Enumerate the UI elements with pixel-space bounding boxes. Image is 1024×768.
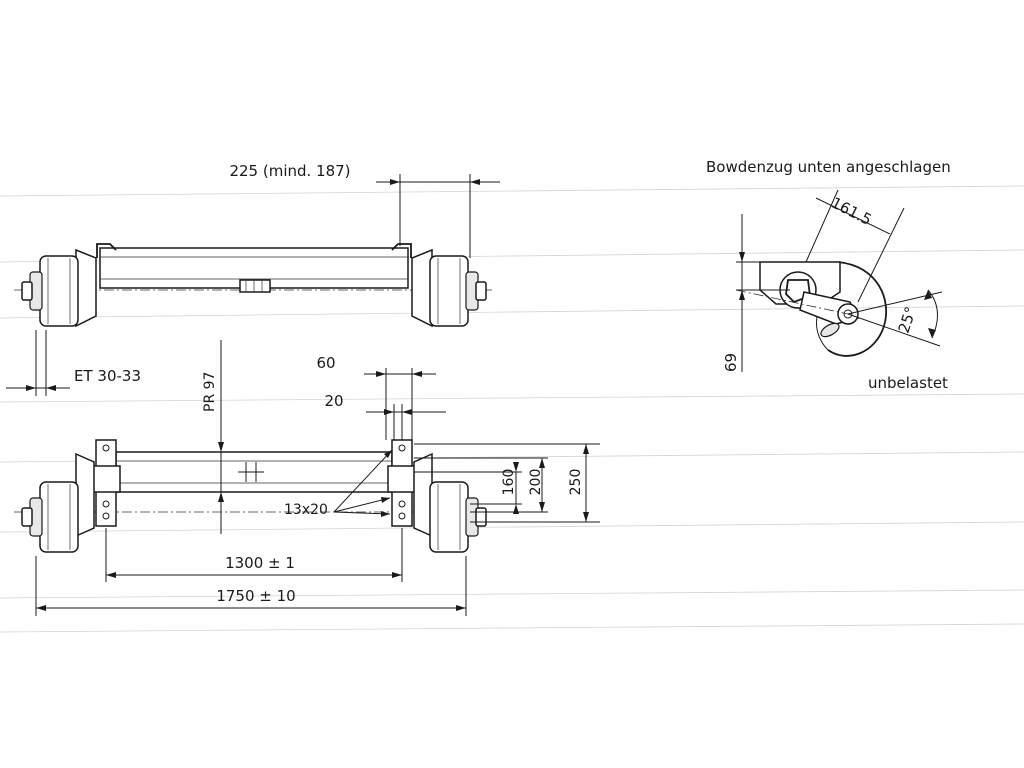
dimension-label-et: ET 30-33 — [74, 367, 141, 385]
dimension-69 — [736, 214, 790, 372]
dimension-1750 — [35, 556, 467, 616]
dimension-label-160: 160 — [501, 469, 517, 496]
bowden-note: Bowdenzug unten angeschlagen — [706, 158, 951, 176]
dimension-pr — [218, 340, 224, 534]
hole-callout-label: 13x20 — [284, 502, 328, 518]
dimension-60-20 — [364, 368, 446, 440]
dimension-label-225: 225 (mind. 187) — [229, 162, 350, 180]
dimension-et — [6, 330, 70, 396]
dimension-label-60: 60 — [316, 354, 335, 372]
dimension-label-1750: 1750 ± 10 — [216, 587, 295, 605]
dimension-vertical-set — [414, 443, 600, 523]
top-axle-view — [14, 243, 492, 328]
dimension-1300 — [105, 528, 403, 582]
dimension-label-161-5: 161.5 — [828, 194, 874, 230]
dimension-label-200: 200 — [528, 469, 544, 496]
dimension-225 — [376, 174, 500, 258]
dimension-label-25-deg: 25° — [895, 304, 920, 335]
hole-callout-leaders — [333, 449, 393, 517]
unloaded-label: unbelastet — [868, 374, 948, 392]
dimension-label-20: 20 — [324, 392, 343, 410]
dimension-label-1300: 1300 ± 1 — [225, 554, 295, 572]
dimension-label-250: 250 — [568, 469, 584, 496]
dimension-angle-25 — [847, 289, 943, 347]
dimension-label-pr: PR 97 — [202, 372, 218, 412]
dimension-161-5 — [805, 189, 905, 303]
side-view-torsion-arm — [735, 261, 888, 357]
dimension-label-69: 69 — [722, 353, 740, 372]
front-axle-view — [14, 439, 492, 553]
